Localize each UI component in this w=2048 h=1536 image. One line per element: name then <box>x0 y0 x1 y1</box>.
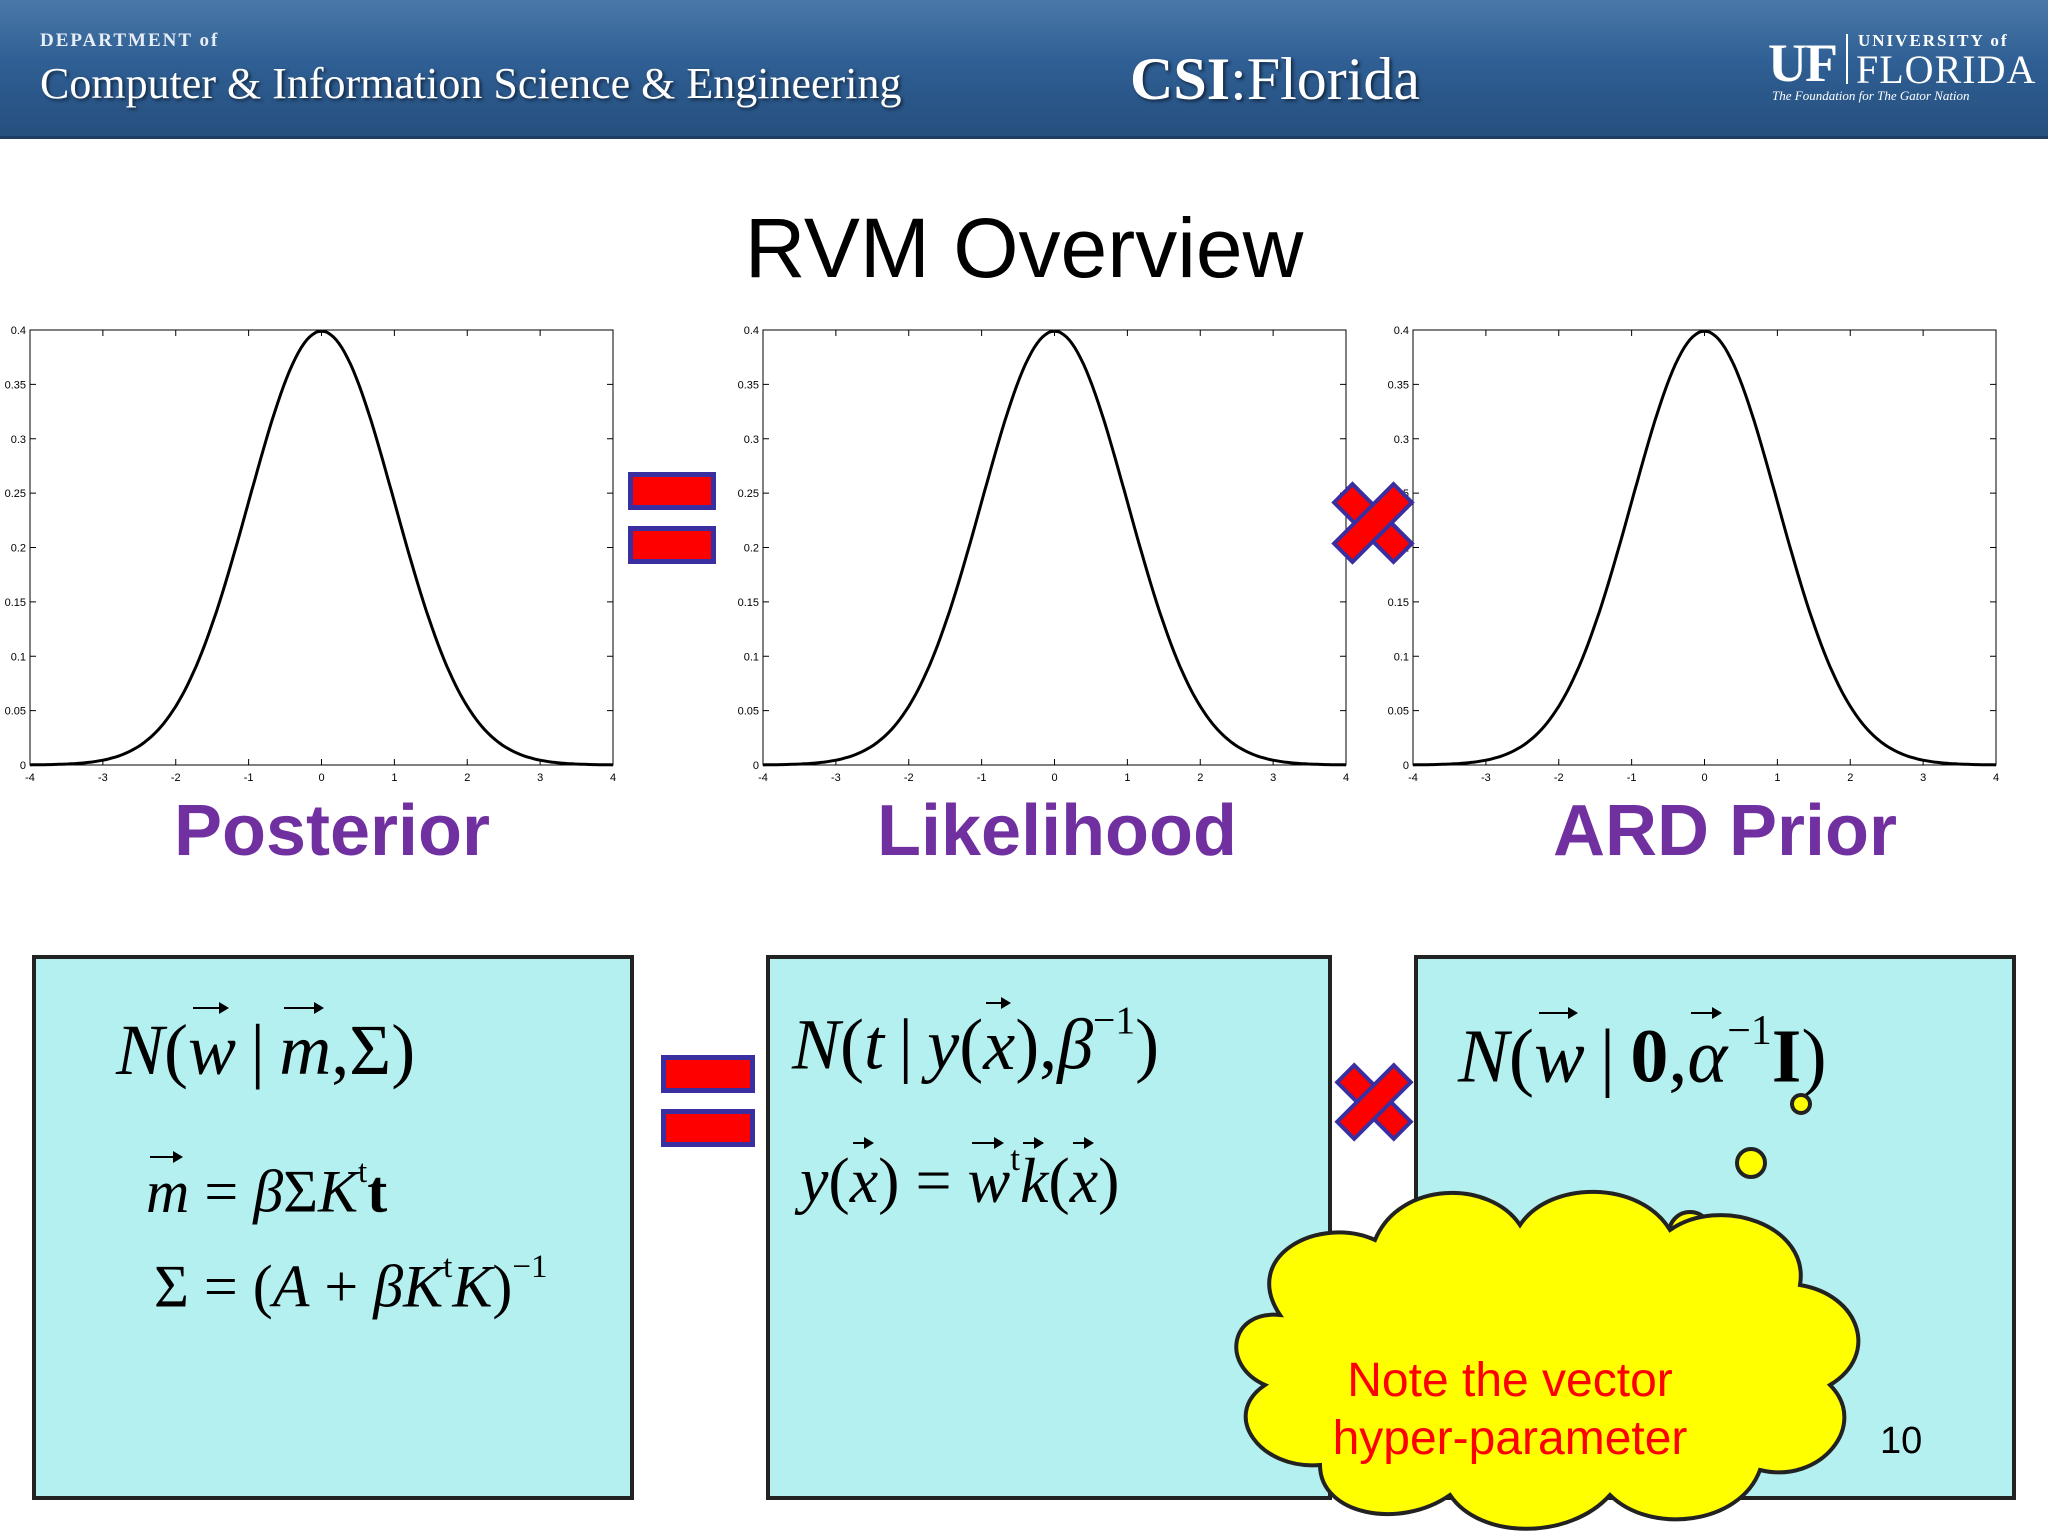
ard-prior-formula: N(w | 0,α−1I) <box>1458 1006 1827 1099</box>
x-tick-label: -1 <box>244 772 254 784</box>
y-tick-label: 0 <box>753 760 759 772</box>
y-tick-label: 0.15 <box>5 597 26 609</box>
y-tick-label: 0.3 <box>11 434 26 446</box>
x-tick-label: -4 <box>758 772 768 784</box>
x-tick-label: -4 <box>1408 772 1418 784</box>
page-number: 10 <box>1880 1420 1923 1462</box>
uf-divider <box>1846 34 1848 84</box>
callout-text: Note the vector hyper-parameter <box>1230 1352 1790 1468</box>
y-tick-label: 0.35 <box>738 379 759 391</box>
y-tick-label: 0.2 <box>744 543 759 555</box>
x-tick-label: -3 <box>98 772 108 784</box>
x-tick-label: 3 <box>537 772 543 784</box>
y-tick-label: 0.4 <box>11 325 26 337</box>
posterior-covariance-formula: Σ = (A + βKtK)−1 <box>154 1249 548 1320</box>
uf-logo: UF UNIVERSITY of FLORIDA The Foundation … <box>1768 28 2035 108</box>
posterior-formula-box: N(w | m,Σ) m = βΣKtt Σ = (A + βKtK)−1 <box>32 955 634 1500</box>
y-tick-label: 0.1 <box>1394 651 1409 663</box>
csi-florida-logo: CSI:Florida <box>1130 45 1420 114</box>
x-tick-label: 3 <box>1920 772 1926 784</box>
x-tick-label: 2 <box>1847 772 1853 784</box>
equals-bar <box>661 1055 755 1093</box>
x-tick-label: 0 <box>1701 772 1707 784</box>
header-bar: DEPARTMENT of Computer & Information Sci… <box>0 0 2048 139</box>
y-tick-label: 0.15 <box>1388 597 1409 609</box>
x-tick-label: 0 <box>1051 772 1057 784</box>
plot-frame <box>29 329 614 766</box>
x-tick-label: -3 <box>831 772 841 784</box>
gaussian-curve <box>762 329 1347 767</box>
multiply-operator-bottom <box>1334 1062 1414 1142</box>
posterior-mean-formula: m = βΣKtt <box>146 1150 388 1225</box>
posterior-distribution-formula: N(w | m,Σ) <box>116 1002 416 1090</box>
x-tick-label: 1 <box>1774 772 1780 784</box>
y-tick-label: 0.35 <box>5 379 26 391</box>
x-tick-label: 0 <box>318 772 324 784</box>
likelihood-distribution-formula: N(t | y(x),β−1) <box>792 996 1160 1085</box>
slide-title: RVM Overview <box>744 201 1304 295</box>
y-tick-label: 0.4 <box>744 325 759 337</box>
x-tick-label: 1 <box>391 772 397 784</box>
department-name: Computer & Information Science & Enginee… <box>40 59 902 108</box>
x-tick-label: -4 <box>25 772 35 784</box>
cloud-shape <box>1234 1189 1861 1531</box>
florida-label: :Florida <box>1230 46 1421 112</box>
thought-bubble-callout <box>1234 1093 1861 1531</box>
plot-frame <box>1412 329 1997 766</box>
csi-label: CSI <box>1130 46 1231 112</box>
x-tick-label: -2 <box>171 772 181 784</box>
y-tick-label: 0.05 <box>1388 706 1409 718</box>
multiply-operator-top <box>1331 481 1415 565</box>
y-tick-label: 0.3 <box>744 434 759 446</box>
equals-bar <box>661 1109 755 1147</box>
callout-line-2: hyper-parameter <box>1332 1412 1688 1465</box>
y-tick-label: 0 <box>1403 760 1409 772</box>
x-tick-label: -2 <box>1554 772 1564 784</box>
y-tick-label: 0.4 <box>1394 325 1409 337</box>
plot-frame <box>762 329 1347 766</box>
thought-dot-medium <box>1735 1147 1767 1179</box>
uf-university-label: UNIVERSITY of <box>1858 31 2009 50</box>
x-tick-label: 4 <box>610 772 616 784</box>
y-tick-label: 0.05 <box>5 706 26 718</box>
uf-tagline: The Foundation for The Gator Nation <box>1772 88 1970 103</box>
x-tick-label: 4 <box>1343 772 1349 784</box>
x-tick-label: 2 <box>464 772 470 784</box>
equals-bar <box>628 526 716 564</box>
y-tick-label: 0.25 <box>5 488 26 500</box>
thought-dot-small <box>1790 1093 1812 1115</box>
uf-mark: UF <box>1768 33 1838 93</box>
callout-line-1: Note the vector <box>1347 1354 1673 1407</box>
x-tick-label: 4 <box>1993 772 1999 784</box>
uf-florida-label: FLORIDA <box>1856 47 2037 92</box>
department-label: DEPARTMENT of <box>40 30 220 51</box>
gaussian-curve <box>29 329 614 767</box>
y-tick-label: 0.1 <box>11 651 26 663</box>
x-tick-label: -3 <box>1481 772 1491 784</box>
x-tick-label: 3 <box>1270 772 1276 784</box>
y-tick-label: 0.15 <box>738 597 759 609</box>
gaussian-curve <box>1412 329 1997 767</box>
y-tick-label: 0.1 <box>744 651 759 663</box>
x-tick-label: 2 <box>1197 772 1203 784</box>
equals-bar <box>628 472 716 510</box>
likelihood-formula-box: N(t | y(x),β−1) y(x) = wtk(x) <box>766 955 1332 1500</box>
posterior-caption: Posterior <box>173 791 491 871</box>
x-tick-label: 1 <box>1124 772 1130 784</box>
y-tick-label: 0.3 <box>1394 434 1409 446</box>
y-tick-label: 0.05 <box>738 706 759 718</box>
y-tick-label: 0.35 <box>1388 379 1409 391</box>
x-tick-label: -1 <box>1627 772 1637 784</box>
ard-prior-caption: ARD Prior <box>1552 791 1898 871</box>
x-tick-label: -1 <box>977 772 987 784</box>
linear-model-formula: y(x) = wtk(x) <box>800 1136 1120 1216</box>
likelihood-caption: Likelihood <box>877 791 1237 871</box>
y-tick-label: 0 <box>20 760 26 772</box>
x-tick-label: -2 <box>904 772 914 784</box>
y-tick-label: 0.25 <box>738 488 759 500</box>
y-tick-label: 0.2 <box>11 543 26 555</box>
